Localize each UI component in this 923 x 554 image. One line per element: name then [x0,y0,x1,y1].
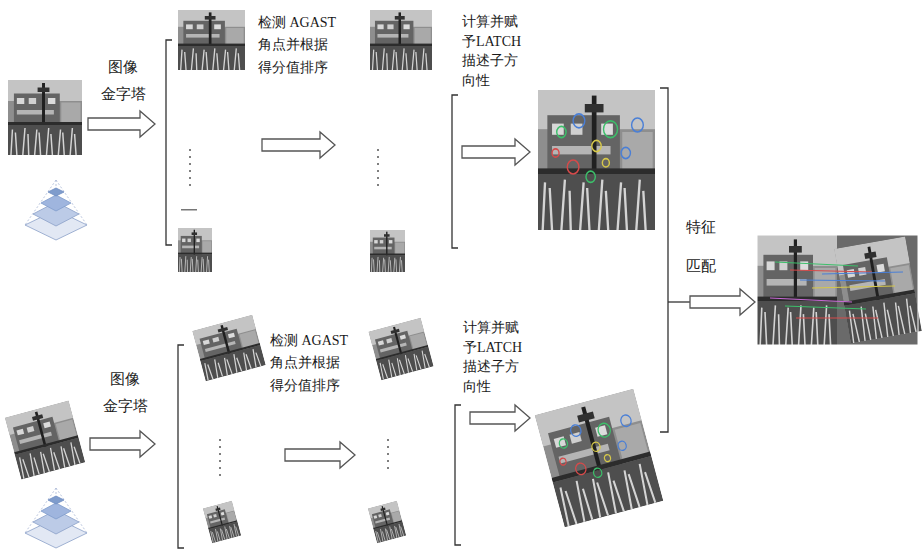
input-image [5,401,85,480]
match-line [796,317,878,318]
match-line [822,272,903,274]
pyramid-image-small [203,501,241,544]
corner-image-small-rotated [368,501,406,544]
dot [219,460,221,462]
dot [377,184,379,186]
corner-image-rotated [368,318,433,380]
dot [377,156,379,158]
dot [189,177,191,179]
match-right-rotated [834,236,922,343]
input-image [8,80,82,155]
pyramid-image [178,10,245,70]
bracket-stem [668,301,690,302]
step-label: 图像 金字塔 [96,54,150,108]
ellipsis-dots [387,439,389,469]
hollow-arrow [462,139,530,165]
pyramid-image [192,315,265,381]
pyramid-image-small [178,228,212,272]
bracket [166,40,172,245]
dot [387,453,389,455]
step-label: 计算并赋 予LATCH 描述子方 向性 [463,318,529,396]
pyramid-image-rotated [192,315,265,381]
dot [219,467,221,469]
dot [387,460,389,462]
input-image-rotated [5,401,85,480]
hollow-arrow [285,442,355,468]
dot [377,170,379,172]
match-line [790,270,872,272]
match-line [812,286,895,288]
dot [189,184,191,186]
bracket [455,405,461,545]
corner-image-small [368,501,406,544]
hollow-arrow [690,289,755,315]
descriptor-image-rotated [535,389,664,527]
dot [219,446,221,448]
match-lines [770,262,903,318]
dot [189,149,191,151]
hollow-arrow [262,132,335,158]
ellipsis-dots [189,149,191,186]
match-left-image [757,235,837,345]
hollow-arrow [90,431,155,457]
step-label: 检测 AGAST 角点并根据 得分值排序 [258,12,346,79]
corner-image-small [370,230,405,272]
dot [387,439,389,441]
match-image-border [757,235,918,345]
match-line [775,262,858,266]
step-label: 特征 匹配 [686,208,724,286]
match-line [800,280,885,281]
pyramid-image-small-rotated [203,501,241,544]
pyramid-icon [25,180,87,240]
feature-points [552,114,643,183]
dot [189,156,191,158]
feature-points [552,410,644,485]
dot [377,163,379,165]
descriptor-image [535,389,664,527]
dot [377,149,379,151]
step-label: 图像 金字塔 [98,366,152,420]
step-label: 计算并赋 予LATCH 描述子方 向性 [462,12,528,90]
dot [219,439,221,441]
dot [219,453,221,455]
dot [387,467,389,469]
pyramid-icon [25,488,87,548]
ellipsis-dots [377,149,379,186]
dot [387,446,389,448]
step-label: 检测 AGAST 角点并根据 得分值排序 [270,330,358,397]
descriptor-image [538,90,655,230]
match-line [770,298,852,302]
bracket [178,345,184,548]
bracket [452,95,458,248]
corner-image [368,318,433,380]
hollow-arrow [470,405,530,431]
match-line [785,306,866,309]
ellipsis-dots [219,439,221,476]
corner-image [370,10,432,70]
dot [189,163,191,165]
dot [189,170,191,172]
match-right-image [834,236,922,343]
dot [219,474,221,476]
bracket [660,88,668,432]
pyramid-level-mark [181,209,197,211]
hollow-arrow [88,111,155,137]
dot [377,177,379,179]
